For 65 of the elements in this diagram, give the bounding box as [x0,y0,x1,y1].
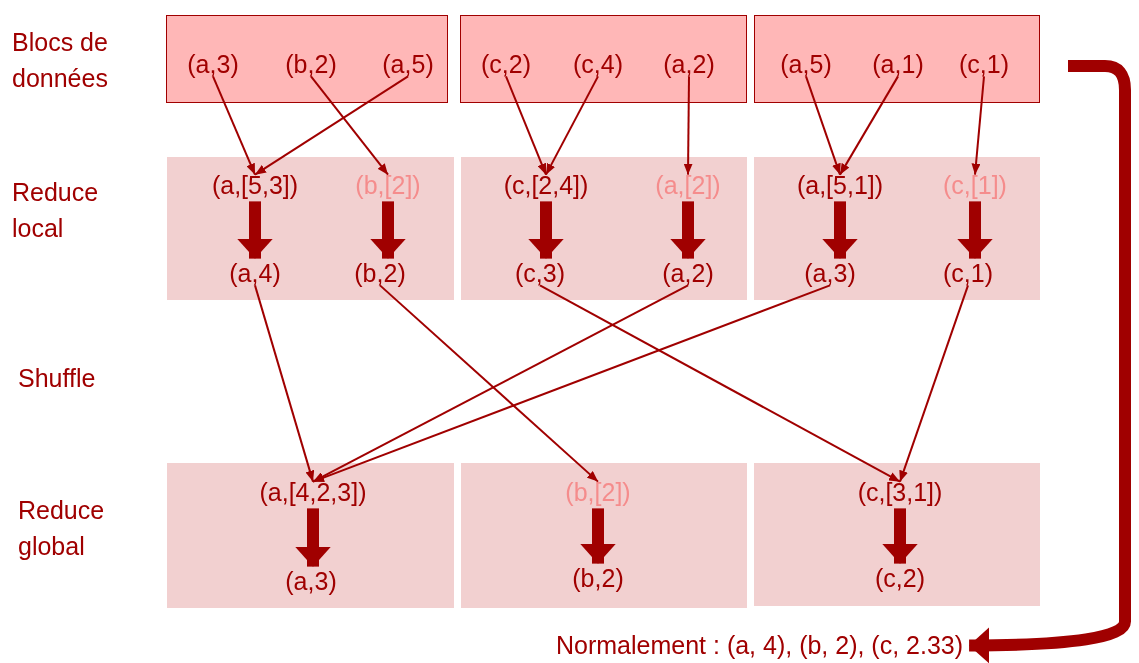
key-value-text: (a,[4,2,3]) [259,477,367,507]
key-value-text: (c,2) [481,49,531,79]
key-value-text: (a,4) [229,258,281,288]
thick-arrow [295,508,331,567]
key-value-text: (c,[3,1]) [857,477,943,507]
thick-arrow [969,60,1131,663]
key-value-text: (a,[5,1]) [796,170,884,200]
arrow [379,284,599,483]
arrow [971,75,985,176]
thick-arrow [528,201,564,259]
key-value-text: (b,2) [572,563,624,593]
local-reduce-panel [461,157,747,300]
key-value-text: (b,[2]) [355,170,421,200]
arrow [254,75,409,176]
global-reduce-panel [461,463,747,608]
arrow [212,75,256,176]
key-value-text: (a,[2]) [655,170,721,200]
key-value-text: (c,2) [875,563,925,593]
thick-arrow [237,201,273,259]
arrow [545,75,599,176]
key-value-text: (a,3) [187,49,239,79]
key-value-text: (a,1) [872,49,924,79]
thick-arrow [822,201,858,259]
key-value-text: (c,[1]) [943,170,1007,200]
key-value-text: (c,[2,4]) [503,170,589,200]
arrow [683,75,693,176]
row-label: Blocs de données [12,27,109,95]
key-value-text: (a,5) [780,49,832,79]
key-value-text: (a,[5,3]) [211,170,299,200]
global-reduce-panel [754,463,1040,606]
arrow [310,75,389,176]
key-value-text: (c,4) [573,49,623,79]
row-label: Shuffle [18,363,97,394]
thick-arrow [580,508,616,564]
row-label: Reduce local [12,177,100,245]
key-value-text: (a,3) [804,258,856,288]
data-block [166,15,448,103]
data-block [754,15,1040,103]
key-value-text: (a,2) [663,49,715,79]
row-label: Reduce global [18,495,106,563]
key-value-text: (c,1) [959,49,1009,79]
key-value-text: (a,3) [285,566,337,596]
arrow [505,75,547,176]
thick-arrow [882,508,918,564]
key-value-text: (c,1) [943,258,993,288]
arrow [839,75,899,176]
data-block [460,15,747,103]
key-value-text: (a,5) [382,49,434,79]
arrow [254,284,315,483]
arrow [312,284,831,483]
global-reduce-panel [167,463,454,608]
arrow [805,75,841,176]
arrow [539,284,901,483]
thick-arrow [670,201,706,259]
key-value-text: (b,2) [285,49,337,79]
thick-arrow [957,201,993,259]
local-reduce-panel [167,157,454,300]
key-value-text: (a,2) [662,258,714,288]
key-value-text: (b,[2]) [565,477,631,507]
local-reduce-panel [754,157,1040,300]
key-value-text: (c,3) [515,258,565,288]
result-note: Normalement : (a, 4), (b, 2), (c, 2.33) [556,631,964,660]
thick-arrow [370,201,406,259]
key-value-text: (b,2) [354,258,406,288]
arrow [899,284,969,483]
